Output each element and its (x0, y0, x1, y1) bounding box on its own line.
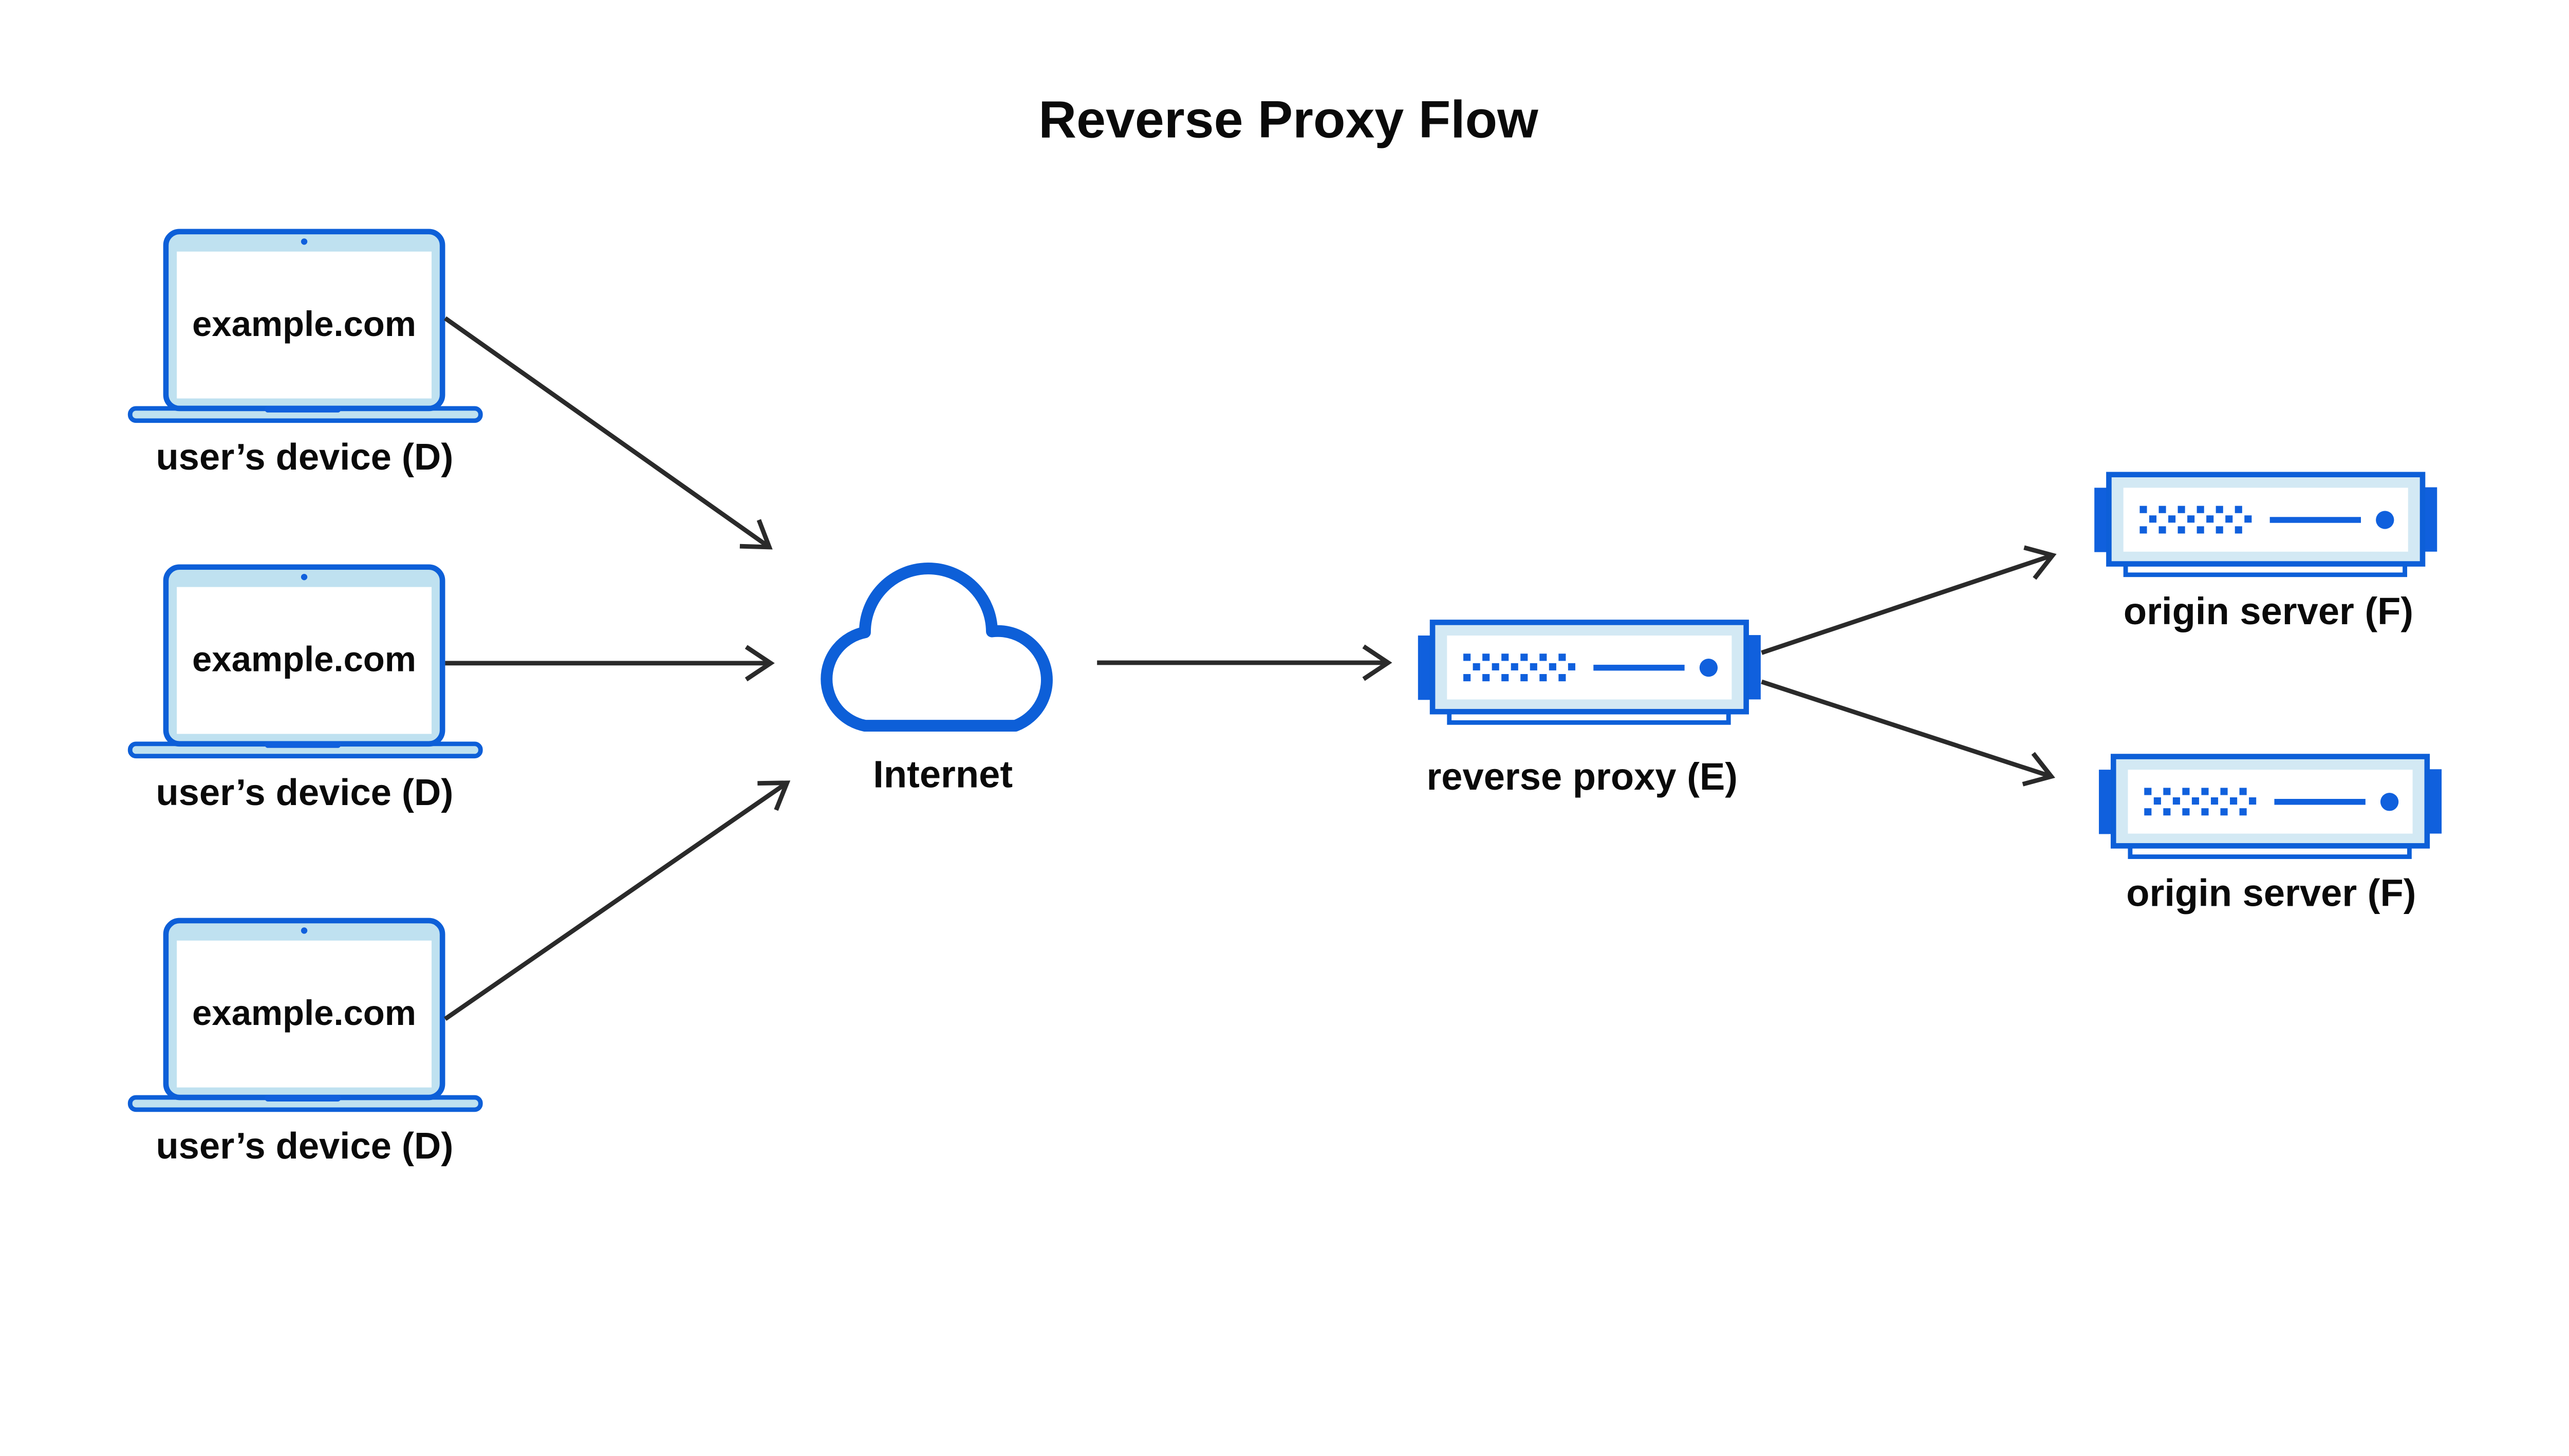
reverse-proxy-flow-diagram: Reverse Proxy Flow example.com user’s de… (127, 89, 2445, 1167)
arrow-device1-to-internet (443, 316, 773, 550)
arrow-reverse-proxy-to-origin1 (1761, 545, 2057, 655)
arrow-device3-to-internet (443, 780, 791, 1021)
reverse-proxy-icon (1418, 622, 1761, 722)
internet-label: Internet (873, 753, 1013, 796)
origin-server-1-label: origin server (F) (2124, 590, 2413, 632)
origin-server-icon-2 (2099, 757, 2442, 857)
arrow-internet-to-reverse-proxy (1097, 644, 1392, 681)
origin-server-2-label: origin server (F) (2126, 872, 2416, 914)
arrow-reverse-proxy-to-origin2 (1761, 679, 2055, 787)
arrow-device2-to-internet (445, 645, 775, 682)
device-2-screen-text: example.com (192, 640, 416, 679)
origin-server-icon-1 (2094, 475, 2437, 575)
device-2-label: user’s device (D) (156, 772, 453, 813)
device-3-label: user’s device (D) (156, 1126, 453, 1167)
device-1-screen-text: example.com (192, 304, 416, 344)
device-1-label: user’s device (D) (156, 437, 453, 478)
internet-cloud-icon (821, 562, 1053, 732)
diagram-title: Reverse Proxy Flow (1038, 89, 1538, 148)
reverse-proxy-label: reverse proxy (E) (1426, 755, 1738, 798)
device-3-screen-text: example.com (192, 993, 416, 1033)
